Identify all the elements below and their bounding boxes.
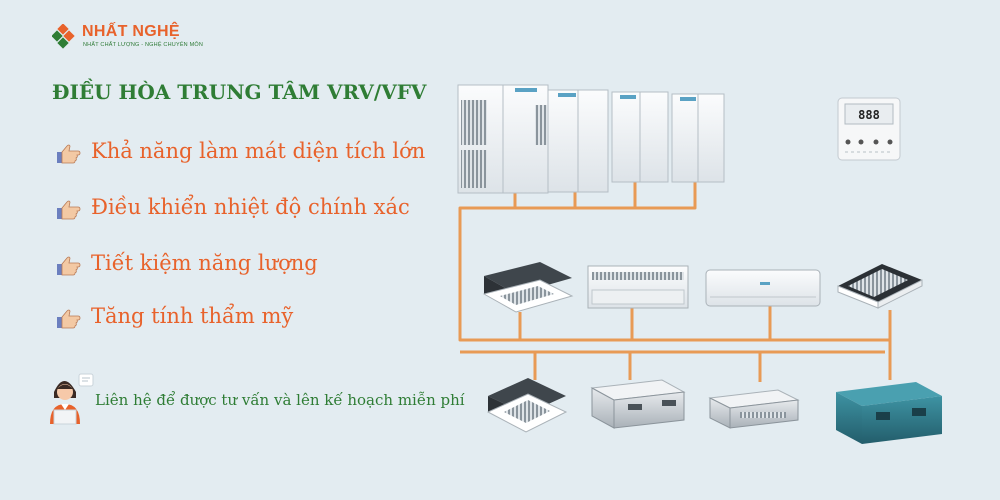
feature-label: Tiết kiệm năng lượng <box>91 251 318 275</box>
controller-display: 888 <box>858 108 880 122</box>
high-static-ducted-unit <box>836 382 942 444</box>
outdoor-unit-4 <box>671 93 725 183</box>
pointing-hand-icon <box>57 256 81 276</box>
contact-text: Liên hệ để được tư vấn và lên kế hoạch m… <box>95 391 465 409</box>
page-title: ĐIỀU HÒA TRUNG TÂM VRV/VFV <box>52 80 427 104</box>
refrigerant-pipes <box>458 182 892 382</box>
brand-logo: NHẤT NGHỆ NHẤT CHẤT LƯỢNG - NGHỆ CHUYÊN … <box>52 22 204 52</box>
brand-name: NHẤT NGHỆ <box>82 23 180 40</box>
cassette-unit-1 <box>482 262 574 313</box>
outdoor-unit-1 <box>457 84 549 194</box>
consultant-icon <box>50 373 94 425</box>
ducted-unit-1 <box>590 379 686 429</box>
pointing-hand-icon <box>57 144 81 164</box>
ceiling-cassette-unit <box>837 264 923 309</box>
ducted-unit-2 <box>708 389 800 429</box>
feature-label: Điều khiển nhiệt độ chính xác <box>91 195 410 219</box>
feature-label: Khả năng làm mát diện tích lớn <box>91 139 426 163</box>
feature-label: Tăng tính thẩm mỹ <box>91 304 294 328</box>
logo-diamond-icon <box>52 24 75 49</box>
outdoor-unit-2 <box>535 89 609 193</box>
ceiling-floor-unit <box>587 265 689 309</box>
cassette-unit-2 <box>486 378 568 433</box>
wall-split-unit <box>705 269 821 307</box>
outdoor-unit-3 <box>611 91 669 183</box>
pointing-hand-icon <box>57 200 81 220</box>
pointing-hand-icon <box>57 309 81 329</box>
brand-slogan: NHẤT CHẤT LƯỢNG - NGHỆ CHUYÊN MÔN <box>83 42 204 48</box>
wall-controller: 888 <box>837 97 901 161</box>
